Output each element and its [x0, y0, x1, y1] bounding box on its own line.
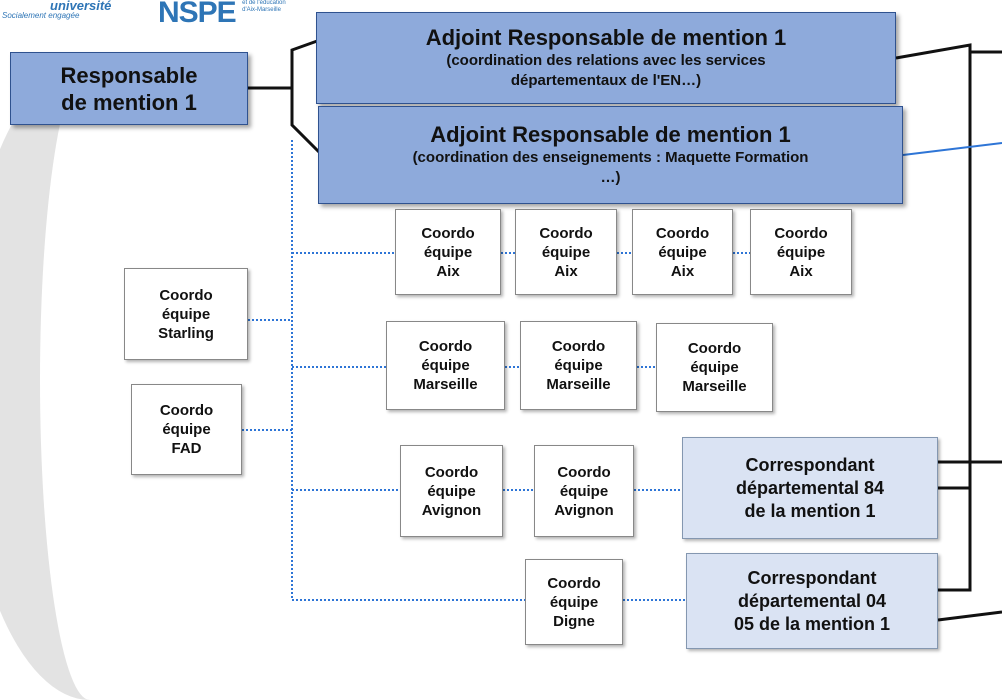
- equipe-label: équipe: [549, 593, 599, 611]
- corr84-line1: Correspondant: [745, 454, 875, 475]
- coordo-marseille-1: Coordo équipe Marseille: [386, 321, 505, 410]
- solid-connectors: [248, 38, 1002, 622]
- coordo-marseille-3: Coordo équipe Marseille: [656, 323, 773, 412]
- line-corr0405-out: [937, 610, 1002, 622]
- link-resp-adjoint2: [290, 88, 324, 157]
- team-name: Avignon: [554, 501, 614, 519]
- equipe-label: équipe: [776, 243, 826, 261]
- team-name: Aix: [554, 262, 578, 280]
- logo-small-line1: et de l'éducation: [242, 0, 286, 6]
- correspondant-0405-box: Correspondant départemental 04 05 de la …: [686, 553, 938, 649]
- equipe-label: équipe: [554, 357, 603, 374]
- dotted-connectors: [242, 140, 750, 601]
- coordo-label: Coordo: [159, 286, 213, 304]
- adjoint2-sub2: …): [600, 169, 621, 186]
- adjoint2-sub1: (coordination des enseignements : Maquet…: [412, 149, 809, 166]
- logo-small-text: et de l'éducation d'Aix-Marseille: [242, 0, 286, 14]
- coordo-label: Coordo: [551, 338, 606, 355]
- right-bracket: [895, 43, 972, 592]
- equipe-label: équipe: [162, 421, 211, 438]
- corr84-line3: de la mention 1: [744, 500, 876, 521]
- university-logo: université Socialement engagée: [2, 0, 142, 22]
- team-name: Digne: [553, 612, 595, 630]
- adjoint1-sub1: (coordination des relations avec les ser…: [446, 52, 766, 69]
- team-name: FAD: [171, 440, 202, 457]
- blue-link-right: [902, 142, 1002, 156]
- equipe-label: équipe: [427, 482, 476, 500]
- equipe-label: équipe: [161, 305, 211, 323]
- corr0405-line1: Correspondant: [747, 567, 877, 588]
- coordo-label: Coordo: [687, 340, 742, 357]
- coordo-aix-2: Coordo équipe Aix: [515, 209, 617, 295]
- team-name: Marseille: [682, 378, 747, 395]
- decorative-arc: [0, 60, 220, 700]
- adjoint-relations-box: Adjoint Responsable de mention 1 (coordi…: [316, 12, 896, 104]
- responsable-box: Responsable de mention 1: [10, 52, 248, 125]
- inspe-logo: NSPE et de l'éducation d'Aix-Marseille: [158, 0, 286, 28]
- team-name: Starling: [158, 324, 214, 342]
- coordo-aix-1: Coordo équipe Aix: [395, 209, 501, 295]
- team-name: Marseille: [546, 376, 611, 393]
- coordo-aix-3: Coordo équipe Aix: [632, 209, 733, 295]
- coordo-label: Coordo: [159, 402, 214, 419]
- corr84-line2: départemental 84: [735, 477, 885, 498]
- team-name: Aix: [436, 262, 460, 280]
- adjoint1-sub2: départementaux de l'EN…): [510, 72, 702, 89]
- adjoint-enseignements-box: Adjoint Responsable de mention 1 (coordi…: [318, 106, 903, 204]
- coordo-fad: Coordo équipe FAD: [131, 384, 242, 475]
- responsable-line1: Responsable: [60, 62, 198, 88]
- team-name: Marseille: [413, 376, 478, 393]
- coordo-marseille-2: Coordo équipe Marseille: [520, 321, 637, 410]
- coordo-label: Coordo: [539, 224, 593, 242]
- logo-text-tagline: Socialement engagée: [2, 11, 80, 20]
- coordo-label: Coordo: [774, 224, 828, 242]
- logo-text-universite: université: [50, 0, 112, 13]
- team-name: Aix: [670, 262, 695, 280]
- equipe-label: équipe: [423, 243, 473, 261]
- adjoint1-title: Adjoint Responsable de mention 1: [425, 25, 787, 50]
- equipe-label: équipe: [541, 243, 591, 261]
- team-name: Aix: [789, 262, 813, 280]
- coordo-label: Coordo: [655, 224, 710, 242]
- corr0405-line3: 05 de la mention 1: [733, 613, 891, 634]
- coordo-label: Coordo: [547, 574, 601, 592]
- equipe-label: équipe: [658, 243, 707, 261]
- link-resp-adjoint1: [248, 38, 321, 90]
- coordo-label: Coordo: [418, 338, 473, 355]
- coordo-label: Coordo: [424, 463, 479, 481]
- coordo-label: Coordo: [557, 463, 611, 481]
- coordo-avignon-2: Coordo équipe Avignon: [534, 445, 634, 537]
- logo-text-nspe: NSPE: [158, 0, 237, 29]
- coordo-avignon-1: Coordo équipe Avignon: [400, 445, 503, 537]
- responsable-line2: de mention 1: [61, 89, 197, 115]
- equipe-label: équipe: [690, 359, 739, 376]
- corr0405-line2: départemental 04: [737, 590, 887, 611]
- equipe-label: équipe: [559, 482, 609, 500]
- coordo-digne: Coordo équipe Digne: [525, 559, 623, 645]
- correspondant-84-box: Correspondant départemental 84 de la men…: [682, 437, 938, 539]
- connector-lines: [242, 38, 1002, 622]
- equipe-label: équipe: [421, 357, 470, 374]
- team-name: Avignon: [421, 501, 482, 519]
- logo-small-line2: d'Aix-Marseille: [242, 7, 281, 13]
- coordo-starling: Coordo équipe Starling: [124, 268, 248, 360]
- adjoint2-title: Adjoint Responsable de mention 1: [430, 122, 791, 147]
- coordo-label: Coordo: [421, 224, 475, 242]
- coordo-aix-4: Coordo équipe Aix: [750, 209, 852, 295]
